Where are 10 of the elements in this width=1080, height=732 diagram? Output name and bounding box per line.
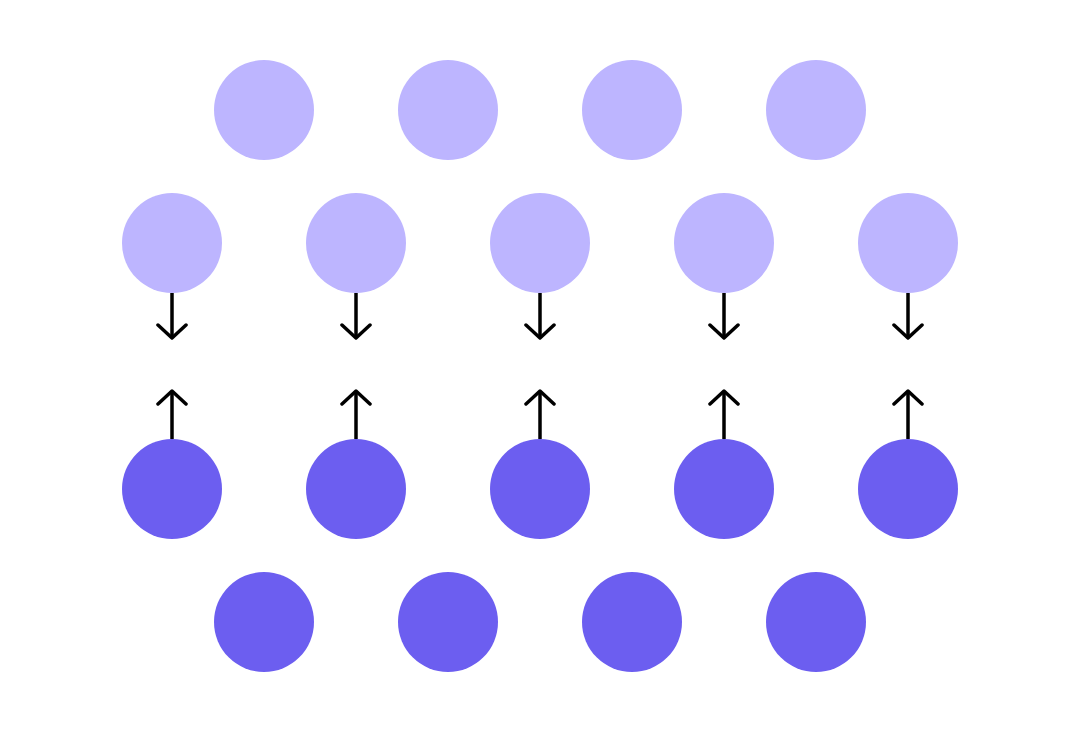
arrow [156,389,188,439]
arrow [892,293,924,340]
arrow [524,293,556,340]
arrow [340,389,372,439]
arrow [156,293,188,340]
arrow [708,389,740,439]
arrow [340,293,372,340]
arrow [524,389,556,439]
arrow [892,389,924,439]
arrow [708,293,740,340]
